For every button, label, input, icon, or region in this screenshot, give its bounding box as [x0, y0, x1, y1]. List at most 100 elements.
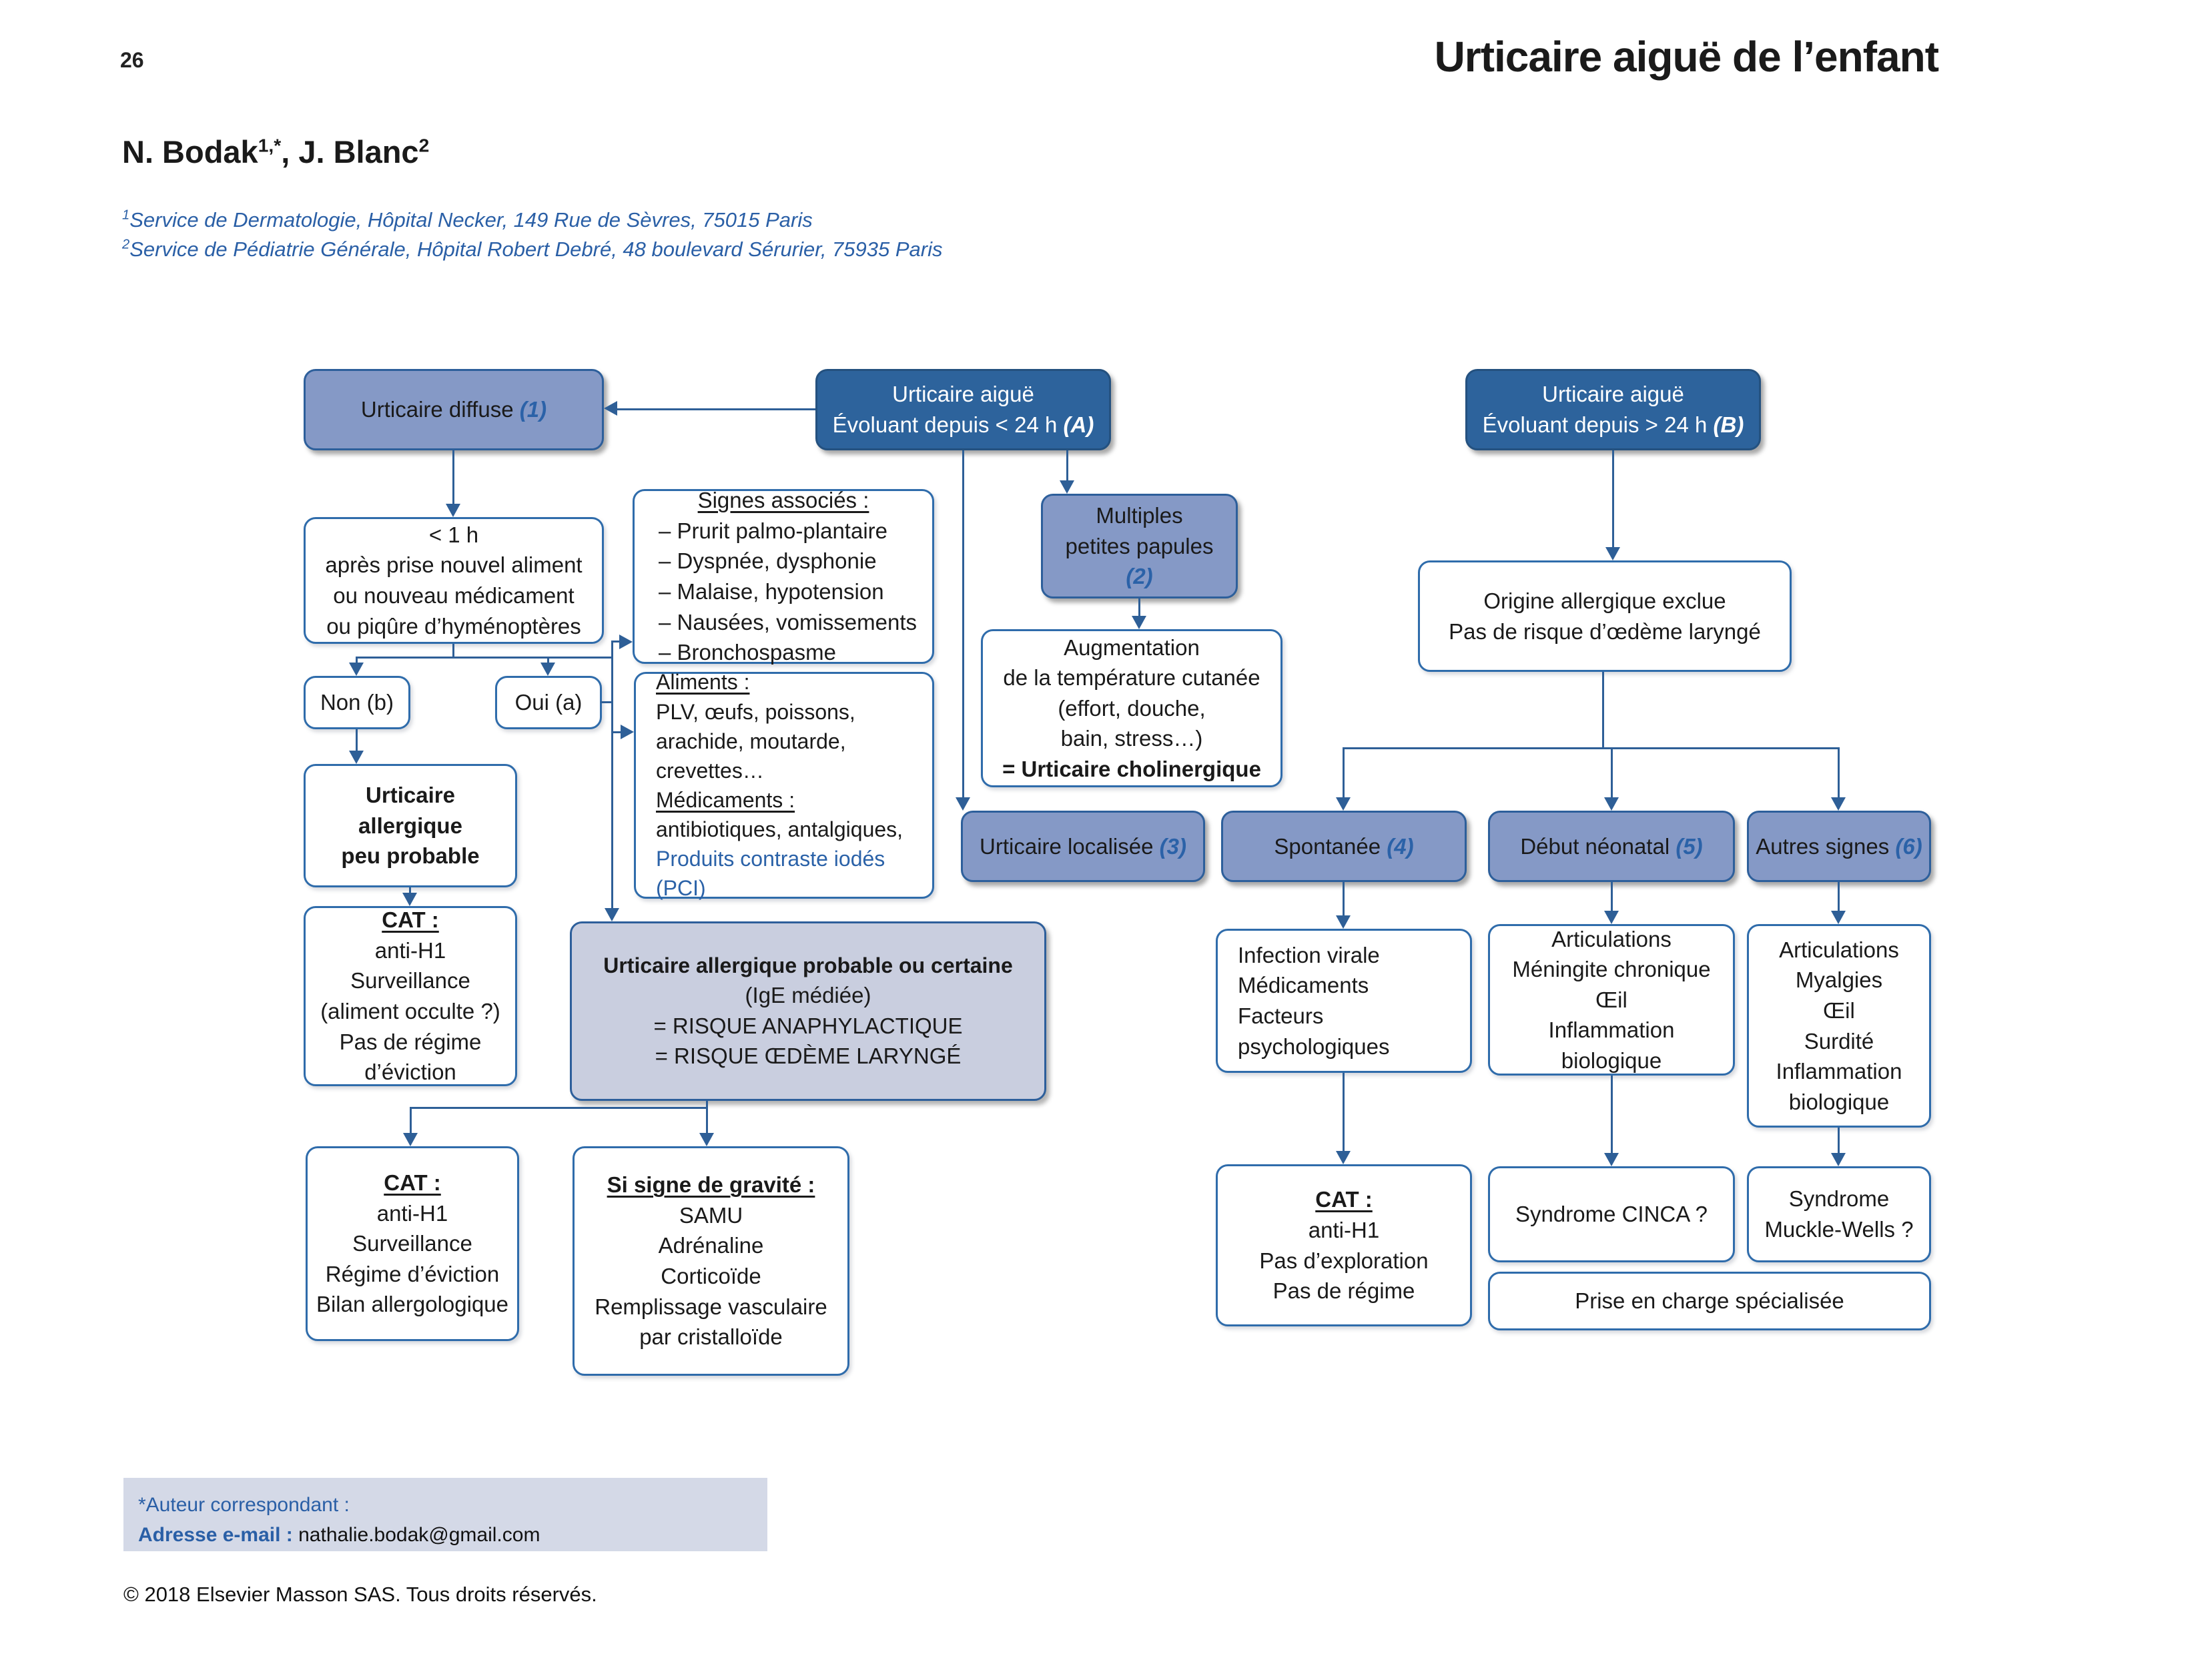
author-2-sup: 2: [418, 134, 430, 156]
connector-oui-right: [601, 701, 613, 703]
arrow-down-icon: [540, 663, 555, 676]
connector-spontanee-down: [1343, 882, 1345, 916]
arrow-down-icon: [402, 893, 417, 906]
signes-title: Signes associés :: [697, 488, 869, 513]
connector-a-to-multiples: [1066, 450, 1068, 480]
box-urticaire-cholinergique: Augmentation de la température cutanée (…: [981, 629, 1282, 787]
arrow-down-icon: [446, 504, 460, 517]
arrow-down-icon: [349, 751, 364, 764]
ref-6: (6): [1895, 833, 1922, 859]
box-articulations-myalgies: Articulations Myalgies Œil Surdité Infla…: [1747, 924, 1931, 1128]
correspondent-box: *Auteur correspondant : Adresse e-mail :…: [123, 1478, 767, 1551]
ref-B: (B): [1713, 412, 1744, 437]
authors-separator: ,: [281, 134, 299, 169]
connector-infection-down: [1343, 1073, 1345, 1152]
affiliation-1: 1Service de Dermatologie, Hôpital Necker…: [122, 208, 813, 232]
box-syndrome-cinca: Syndrome CINCA ?: [1488, 1166, 1735, 1262]
email-line: Adresse e-mail : nathalie.bodak@gmail.co…: [138, 1524, 540, 1546]
ref-3: (3): [1159, 833, 1186, 859]
page-number: 26: [120, 48, 144, 72]
box-urticaire-diffuse: Urticaire diffuse (1): [304, 369, 604, 450]
connector-multiples-down: [1138, 598, 1140, 616]
ref-2: (2): [1126, 564, 1153, 589]
medicaments-title: Médicaments :: [656, 788, 795, 812]
signes-list: – Prurit palmo-plantaire – Dyspnée, dysp…: [659, 518, 917, 665]
arrow-down-icon: [699, 1133, 714, 1146]
box-aliments-medicaments: Aliments : PLV, œufs, poissons, arachide…: [634, 670, 934, 900]
arrow-down-icon: [605, 908, 619, 921]
connector-bottom-bar: [410, 1107, 708, 1109]
author-1-sup: 1,*: [258, 134, 282, 156]
box-non: Non (b): [304, 676, 410, 729]
arrow-down-icon: [1604, 797, 1619, 811]
arrow-down-icon: [1831, 1153, 1846, 1166]
arrow-down-icon: [1336, 797, 1351, 811]
arrow-down-icon: [1831, 911, 1846, 924]
ref-5: (5): [1676, 833, 1703, 859]
connector-b-down: [1612, 450, 1614, 547]
connector-to-oui: [547, 657, 549, 663]
box-infection-virale: Infection virale Médicaments Facteurs ps…: [1216, 929, 1472, 1073]
box-prise-en-charge: Prise en charge spécialisée: [1488, 1272, 1931, 1330]
connector-neonatal-down: [1611, 882, 1613, 911]
affiliations: 1Service de Dermatologie, Hôpital Necker…: [122, 205, 943, 264]
box-cat-2: CAT : anti-H1 Surveillance Régime d’évic…: [306, 1146, 519, 1341]
connector-non-down: [356, 729, 358, 751]
box-urticaire-localisee: Urticaire localisée (3): [961, 811, 1205, 882]
authors-line: N. Bodak1,*, J. Blanc2: [122, 133, 429, 170]
connector-to-autres: [1838, 747, 1840, 798]
connector-to-neonatal: [1611, 747, 1613, 798]
ref-A: (A): [1063, 412, 1094, 437]
connector-to-aliments: [611, 731, 621, 733]
box-urticaire-peu-probable: Urticaire allergique peu probable: [304, 764, 517, 887]
connector-lavender-down: [706, 1101, 708, 1109]
connector-origine-down: [1602, 672, 1604, 749]
connector-peu-probable-down: [409, 887, 411, 893]
arrow-down-icon: [1060, 480, 1074, 494]
box-si-signe-gravite: Si signe de gravité : SAMU Adrénaline Co…: [573, 1146, 849, 1376]
connector-diffuse-down: [452, 450, 454, 504]
connector-artic1-down: [1611, 1076, 1613, 1154]
connector-a-to-diffuse: [617, 408, 815, 410]
arrow-left-icon: [604, 401, 617, 416]
arrow-down-icon: [1605, 547, 1620, 560]
connector-1h-down: [452, 644, 454, 658]
connector-artic2-down: [1838, 1128, 1840, 1154]
connector-to-gravite: [706, 1107, 708, 1134]
connector-autres-down: [1838, 882, 1840, 911]
arrow-down-icon: [1604, 911, 1619, 924]
arrow-down-icon: [403, 1133, 418, 1146]
box-cat-1: CAT : anti-H1 Surveillance (aliment occu…: [304, 906, 517, 1086]
author-1: N. Bodak: [122, 134, 258, 169]
arrow-down-icon: [1336, 915, 1351, 929]
author-2: J. Blanc: [298, 134, 419, 169]
arrow-down-icon: [1336, 1151, 1351, 1164]
arrow-right-icon: [621, 725, 634, 739]
box-moins-1h: < 1 h après prise nouvel aliment ou nouv…: [304, 517, 604, 644]
connector-to-non: [356, 657, 358, 663]
box-spontanee: Spontanée (4): [1221, 811, 1467, 882]
box-origine-allergique-exclue: Origine allergique exclue Pas de risque …: [1418, 560, 1792, 672]
page-title: Urticaire aiguë de l’enfant: [1434, 33, 1939, 81]
box-multiples-papules: Multiples petites papules (2): [1041, 494, 1238, 598]
arrow-right-icon: [619, 635, 633, 649]
box-syndrome-muckle-wells: Syndrome Muckle-Wells ?: [1747, 1166, 1931, 1262]
connector-junction-vertical: [611, 641, 613, 909]
correspondent-line: *Auteur correspondant :: [138, 1494, 350, 1516]
box-cat-3: CAT : anti-H1 Pas d’exploration Pas de r…: [1216, 1164, 1472, 1326]
ref-1: (1): [519, 397, 547, 422]
connector-split-bar: [356, 657, 613, 659]
arrow-down-icon: [956, 797, 970, 811]
arrow-down-icon: [1604, 1153, 1619, 1166]
box-urticaire-allergique-probable: Urticaire allergique probable ou certain…: [570, 921, 1046, 1101]
email-value: nathalie.bodak@gmail.com: [292, 1524, 540, 1546]
box-articulations-meningite: Articulations Méningite chronique Œil In…: [1488, 924, 1735, 1076]
box-signes-associes: Signes associés : – Prurit palmo-plantai…: [633, 488, 934, 665]
copyright-line: © 2018 Elsevier Masson SAS. Tous droits …: [123, 1583, 597, 1606]
arrow-down-icon: [1831, 797, 1846, 811]
box-urticaire-aigue-moins-24h: Urticaire aiguë Évoluant depuis < 24 h (…: [815, 369, 1111, 450]
connector-to-spontanee: [1343, 747, 1345, 798]
box-debut-neonatal: Début néonatal (5): [1488, 811, 1735, 882]
arrow-down-icon: [349, 663, 364, 676]
